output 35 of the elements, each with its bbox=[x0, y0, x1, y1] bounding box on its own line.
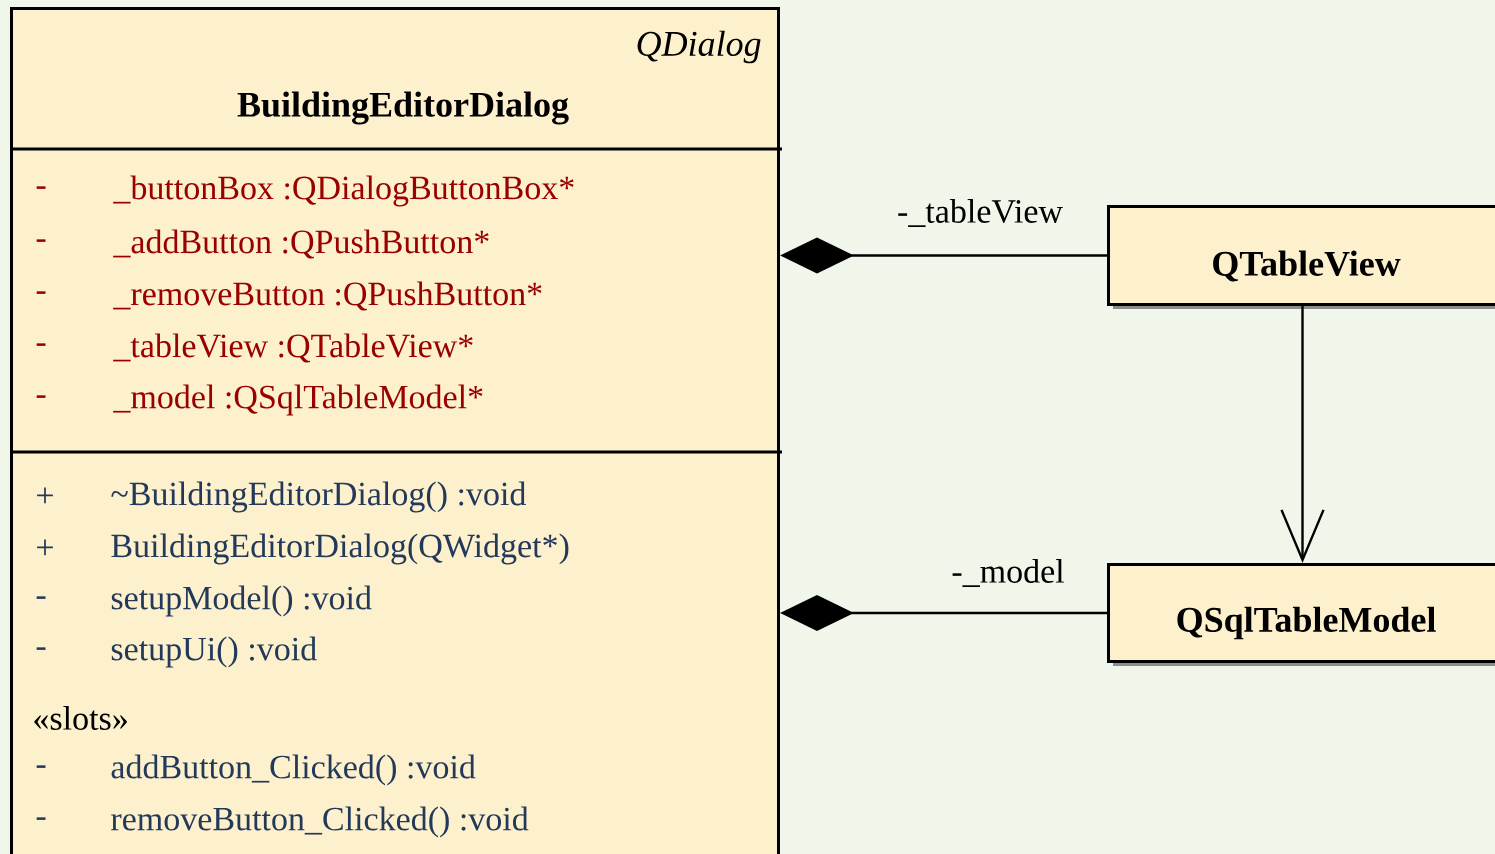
visibility-sign: - bbox=[36, 765, 46, 768]
attribute-text: _tableView :QTableView* bbox=[113, 333, 473, 363]
attribute-text: _removeButton :QPushButton* bbox=[113, 281, 542, 311]
operation-text: removeButton_Clicked() :void bbox=[111, 806, 529, 838]
operation-text: ~BuildingEditorDialog() :void bbox=[111, 481, 526, 513]
visibility-sign: - bbox=[36, 817, 46, 820]
visibility-sign: - bbox=[36, 596, 46, 599]
attribute-compartment bbox=[10, 147, 782, 151]
visibility-sign: - bbox=[36, 647, 46, 650]
class-box bbox=[1107, 563, 1495, 666]
edge-label: -_tableView bbox=[895, 197, 1065, 229]
visibility-sign: + bbox=[37, 539, 53, 556]
stereotype-label: QDialog bbox=[637, 30, 761, 64]
operation-text: addButton_Clicked() :void bbox=[111, 754, 476, 786]
attribute-text: _buttonBox :QDialogButtonBox* bbox=[113, 175, 574, 207]
operation-text: setupModel() :void bbox=[111, 585, 372, 617]
attribute-text: _addButton :QPushButton* bbox=[113, 229, 489, 259]
operation-compartment bbox=[10, 450, 782, 454]
edge-label: -_model bbox=[949, 557, 1067, 589]
stereotype-label: «slots» bbox=[34, 706, 127, 730]
visibility-sign: - bbox=[36, 186, 46, 189]
visibility-sign: - bbox=[36, 291, 46, 294]
class-name: QSqlTableModel bbox=[1177, 606, 1436, 640]
connector bbox=[1280, 306, 1325, 563]
visibility-sign: - bbox=[36, 395, 46, 398]
attribute-text: _model :QSqlTableModel* bbox=[113, 384, 483, 416]
class-box bbox=[1107, 205, 1495, 309]
class-name: BuildingEditorDialog bbox=[237, 91, 569, 125]
class-box bbox=[10, 7, 780, 854]
visibility-sign: + bbox=[37, 487, 53, 504]
operation-text: setupUi() :void bbox=[111, 636, 317, 668]
visibility-sign: - bbox=[36, 343, 46, 346]
operation-text: BuildingEditorDialog(QWidget*) bbox=[111, 533, 569, 565]
visibility-sign: - bbox=[36, 239, 46, 242]
class-name: QTableView bbox=[1213, 250, 1401, 282]
